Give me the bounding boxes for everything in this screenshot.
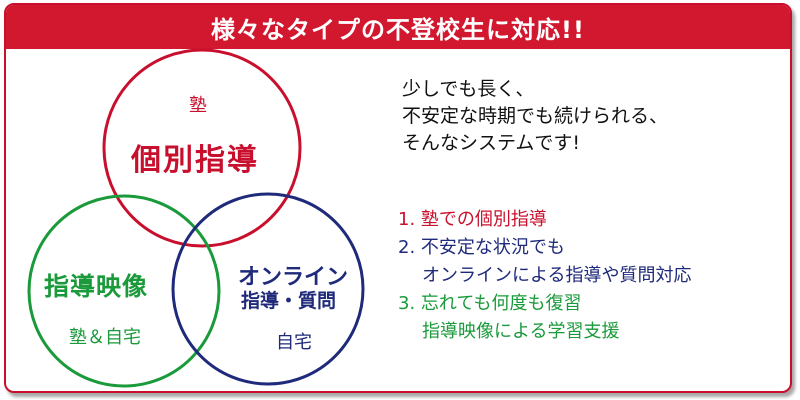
banner-title: 様々なタイプの不登校生に対応!! (6, 5, 790, 49)
venn-left-title: 指導映像 (44, 272, 149, 301)
intro-text: 少しでも長く、 不安定な時期でも続けられる、 そんなシステムです! (402, 76, 668, 157)
venn-right-title-line1: オンライン (238, 265, 349, 290)
content-card: 様々なタイプの不登校生に対応!! 塾 個別指導 指導映像 塾＆自宅 オンライン … (4, 3, 792, 393)
venn-circle-individual (102, 48, 302, 248)
intro-line: 少しでも長く、 (402, 78, 535, 100)
venn-left-sub-label: 塾＆自宅 (69, 327, 141, 348)
feature-list: 1. 塾での個別指導 2. 不安定な状況でも オンラインによる指導や質問対応 3… (398, 206, 691, 346)
intro-line: そんなシステムです! (402, 132, 581, 154)
venn-right-sub-label: 自宅 (276, 332, 312, 353)
feature-item-2-line2: オンラインによる指導や質問対応 (422, 265, 692, 286)
venn-top-title: 個別指導 (131, 143, 259, 178)
intro-line: 不安定な時期でも続けられる、 (402, 105, 669, 127)
feature-item-2-line1: 2. 不安定な状況でも (398, 237, 565, 258)
feature-item-3-line2: 指導映像による学習支援 (422, 321, 620, 342)
feature-item-3-line1: 3. 忘れても何度も復習 (398, 293, 582, 314)
venn-diagram (27, 48, 365, 388)
venn-circle-video (27, 194, 221, 388)
venn-top-sub-label: 塾 (189, 95, 207, 116)
venn-circle-online (171, 192, 365, 386)
venn-right-title-line2: 指導・質問 (241, 290, 337, 312)
feature-item-1: 1. 塾での個別指導 (398, 209, 547, 230)
